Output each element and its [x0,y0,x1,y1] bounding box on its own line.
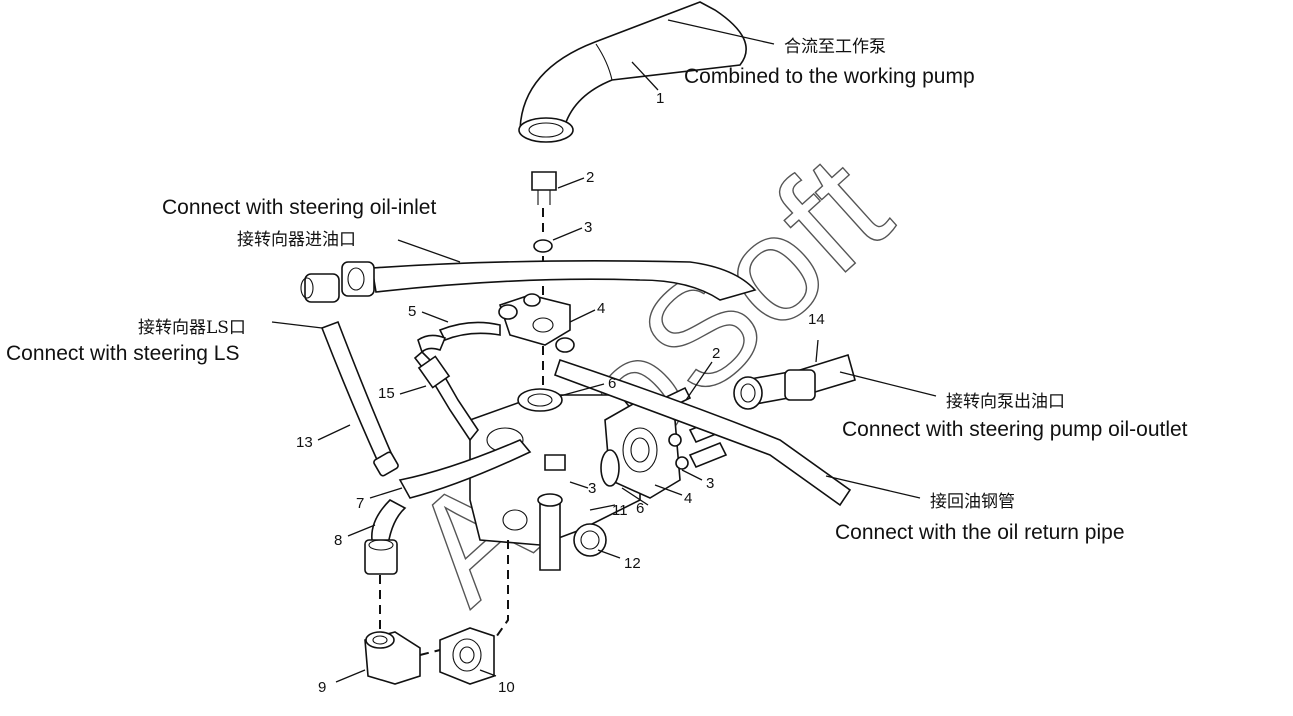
label-steering-inlet-cn: 接转向器进油口 [237,230,356,250]
part-6-oring-right [600,449,620,487]
label-pump-outlet-cn: 接转向泵出油口 [946,392,1065,412]
callout-2-top: 2 [586,169,594,186]
callout-1: 1 [656,90,664,107]
part-13-ls-hose [320,320,399,477]
callout-14: 14 [808,311,825,328]
part-10-adapter [439,627,495,685]
steering-pump-outlet-pipe [553,353,856,507]
label-working-pump-cn: 合流至工作泵 [784,37,886,57]
part-6-oring-top [517,388,563,412]
part-5-hose [413,321,501,442]
leader-lines [271,19,937,683]
callout-5: 5 [408,303,416,320]
callout-6-right: 6 [636,500,644,517]
callout-7: 7 [356,495,364,512]
callout-11: 11 [612,502,628,519]
lower-dash-lines [379,540,509,656]
label-return-pipe-en: Connect with the oil return pipe [835,521,1125,544]
part-12-plug [573,523,607,557]
part-4-bracket-top [498,293,575,353]
part-9-elbow-fitting [364,631,421,685]
label-pump-outlet-en: Connect with steering pump oil-outlet [842,418,1188,441]
part-2-bolt-top [531,171,557,205]
callout-10: 10 [498,679,515,696]
label-steering-inlet-en: Connect with steering oil-inlet [162,196,436,219]
part-3-bolt-lower [544,454,566,471]
callout-13: 13 [296,434,313,451]
part-3-washer-top [533,239,553,253]
label-working-pump-en: Combined to the working pump [684,65,975,88]
label-return-pipe-cn: 接回油钢管 [930,492,1015,512]
callout-3-right: 3 [706,475,714,492]
callout-2-right: 2 [712,345,720,362]
callout-6-top: 6 [608,375,616,392]
callout-9: 9 [318,679,326,696]
callout-12: 12 [624,555,641,572]
callout-3-top: 3 [584,219,592,236]
part-8-elbow-hose [364,439,532,575]
callout-4-top: 4 [597,300,605,317]
steering-inlet-hose [300,260,757,303]
callout-4-right: 4 [684,490,692,507]
part-1-hose-working-pump [518,1,747,143]
label-steering-ls-cn: 接转向器LS口 [138,318,246,338]
callout-3-lower: 3 [588,480,596,497]
callout-15: 15 [378,385,395,402]
callout-8: 8 [334,532,342,549]
label-steering-ls-en: Connect with steering LS [6,342,239,365]
